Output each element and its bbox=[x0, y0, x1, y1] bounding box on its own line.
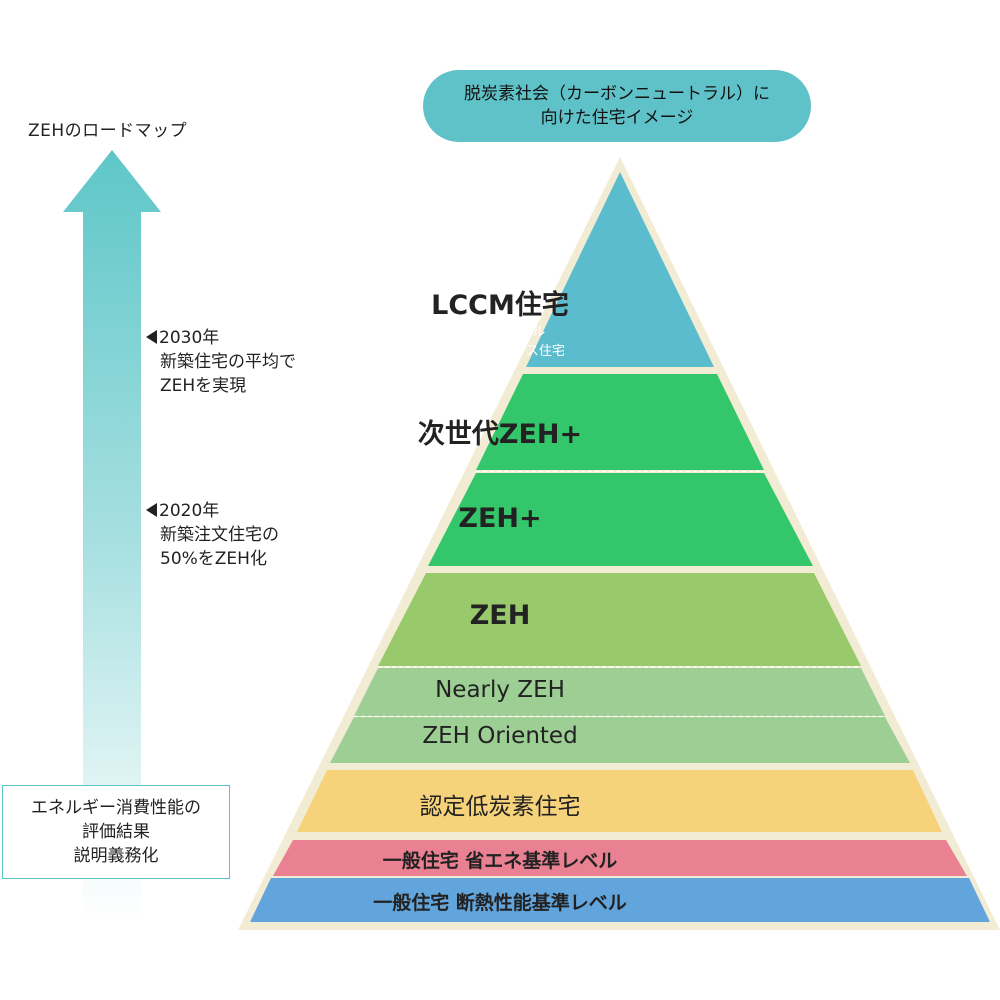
milestone-2030: 2030年 新築住宅の平均で ZEHを実現 bbox=[146, 326, 296, 398]
label-lccm-sub-2: カーボンマイナス住宅 bbox=[435, 344, 565, 359]
roadmap-title: ZEHのロードマップ bbox=[28, 121, 188, 141]
layer-zeh-plus bbox=[428, 473, 813, 566]
base-requirement-box: エネルギー消費性能の 評価結果 説明義務化 bbox=[2, 785, 230, 879]
goal-pill: 脱炭素社会（カーボンニュートラル）に 向けた住宅イメージ bbox=[423, 70, 811, 142]
layer-nearly-zeh bbox=[354, 668, 885, 716]
label-next-zeh-plus: 次世代ZEH+ bbox=[417, 419, 583, 450]
milestone-2020: 2020年 新築注文住宅の 50%をZEH化 bbox=[146, 499, 279, 571]
label-energy-standard: 一般住宅 省エネ基準レベル bbox=[382, 850, 618, 872]
layer-zeh bbox=[378, 573, 861, 666]
label-zeh: ZEH bbox=[469, 600, 531, 631]
label-insulation-standard: 一般住宅 断熱性能基準レベル bbox=[373, 892, 627, 914]
layer-energy-standard bbox=[273, 840, 967, 876]
layer-certified bbox=[297, 770, 942, 832]
label-certified: 認定低炭素住宅 bbox=[419, 794, 581, 820]
layer-insulation-standard bbox=[250, 878, 990, 922]
arrow-up-icon bbox=[63, 150, 161, 920]
roadmap-arrow bbox=[63, 150, 161, 920]
label-zeh-plus: ZEH+ bbox=[458, 503, 542, 534]
pointer-left-icon bbox=[146, 503, 157, 517]
pointer-left-icon bbox=[146, 330, 157, 344]
label-lccm: LCCM住宅 bbox=[431, 290, 569, 321]
label-zeh-oriented: ZEH Oriented bbox=[422, 723, 578, 749]
label-nearly-zeh: Nearly ZEH bbox=[435, 677, 565, 703]
layer-lccm bbox=[526, 172, 714, 367]
layer-next-zeh-plus bbox=[476, 374, 764, 470]
label-lccm-sub-1: ライフサイクル bbox=[454, 325, 546, 340]
layer-zeh-oriented bbox=[330, 717, 910, 763]
